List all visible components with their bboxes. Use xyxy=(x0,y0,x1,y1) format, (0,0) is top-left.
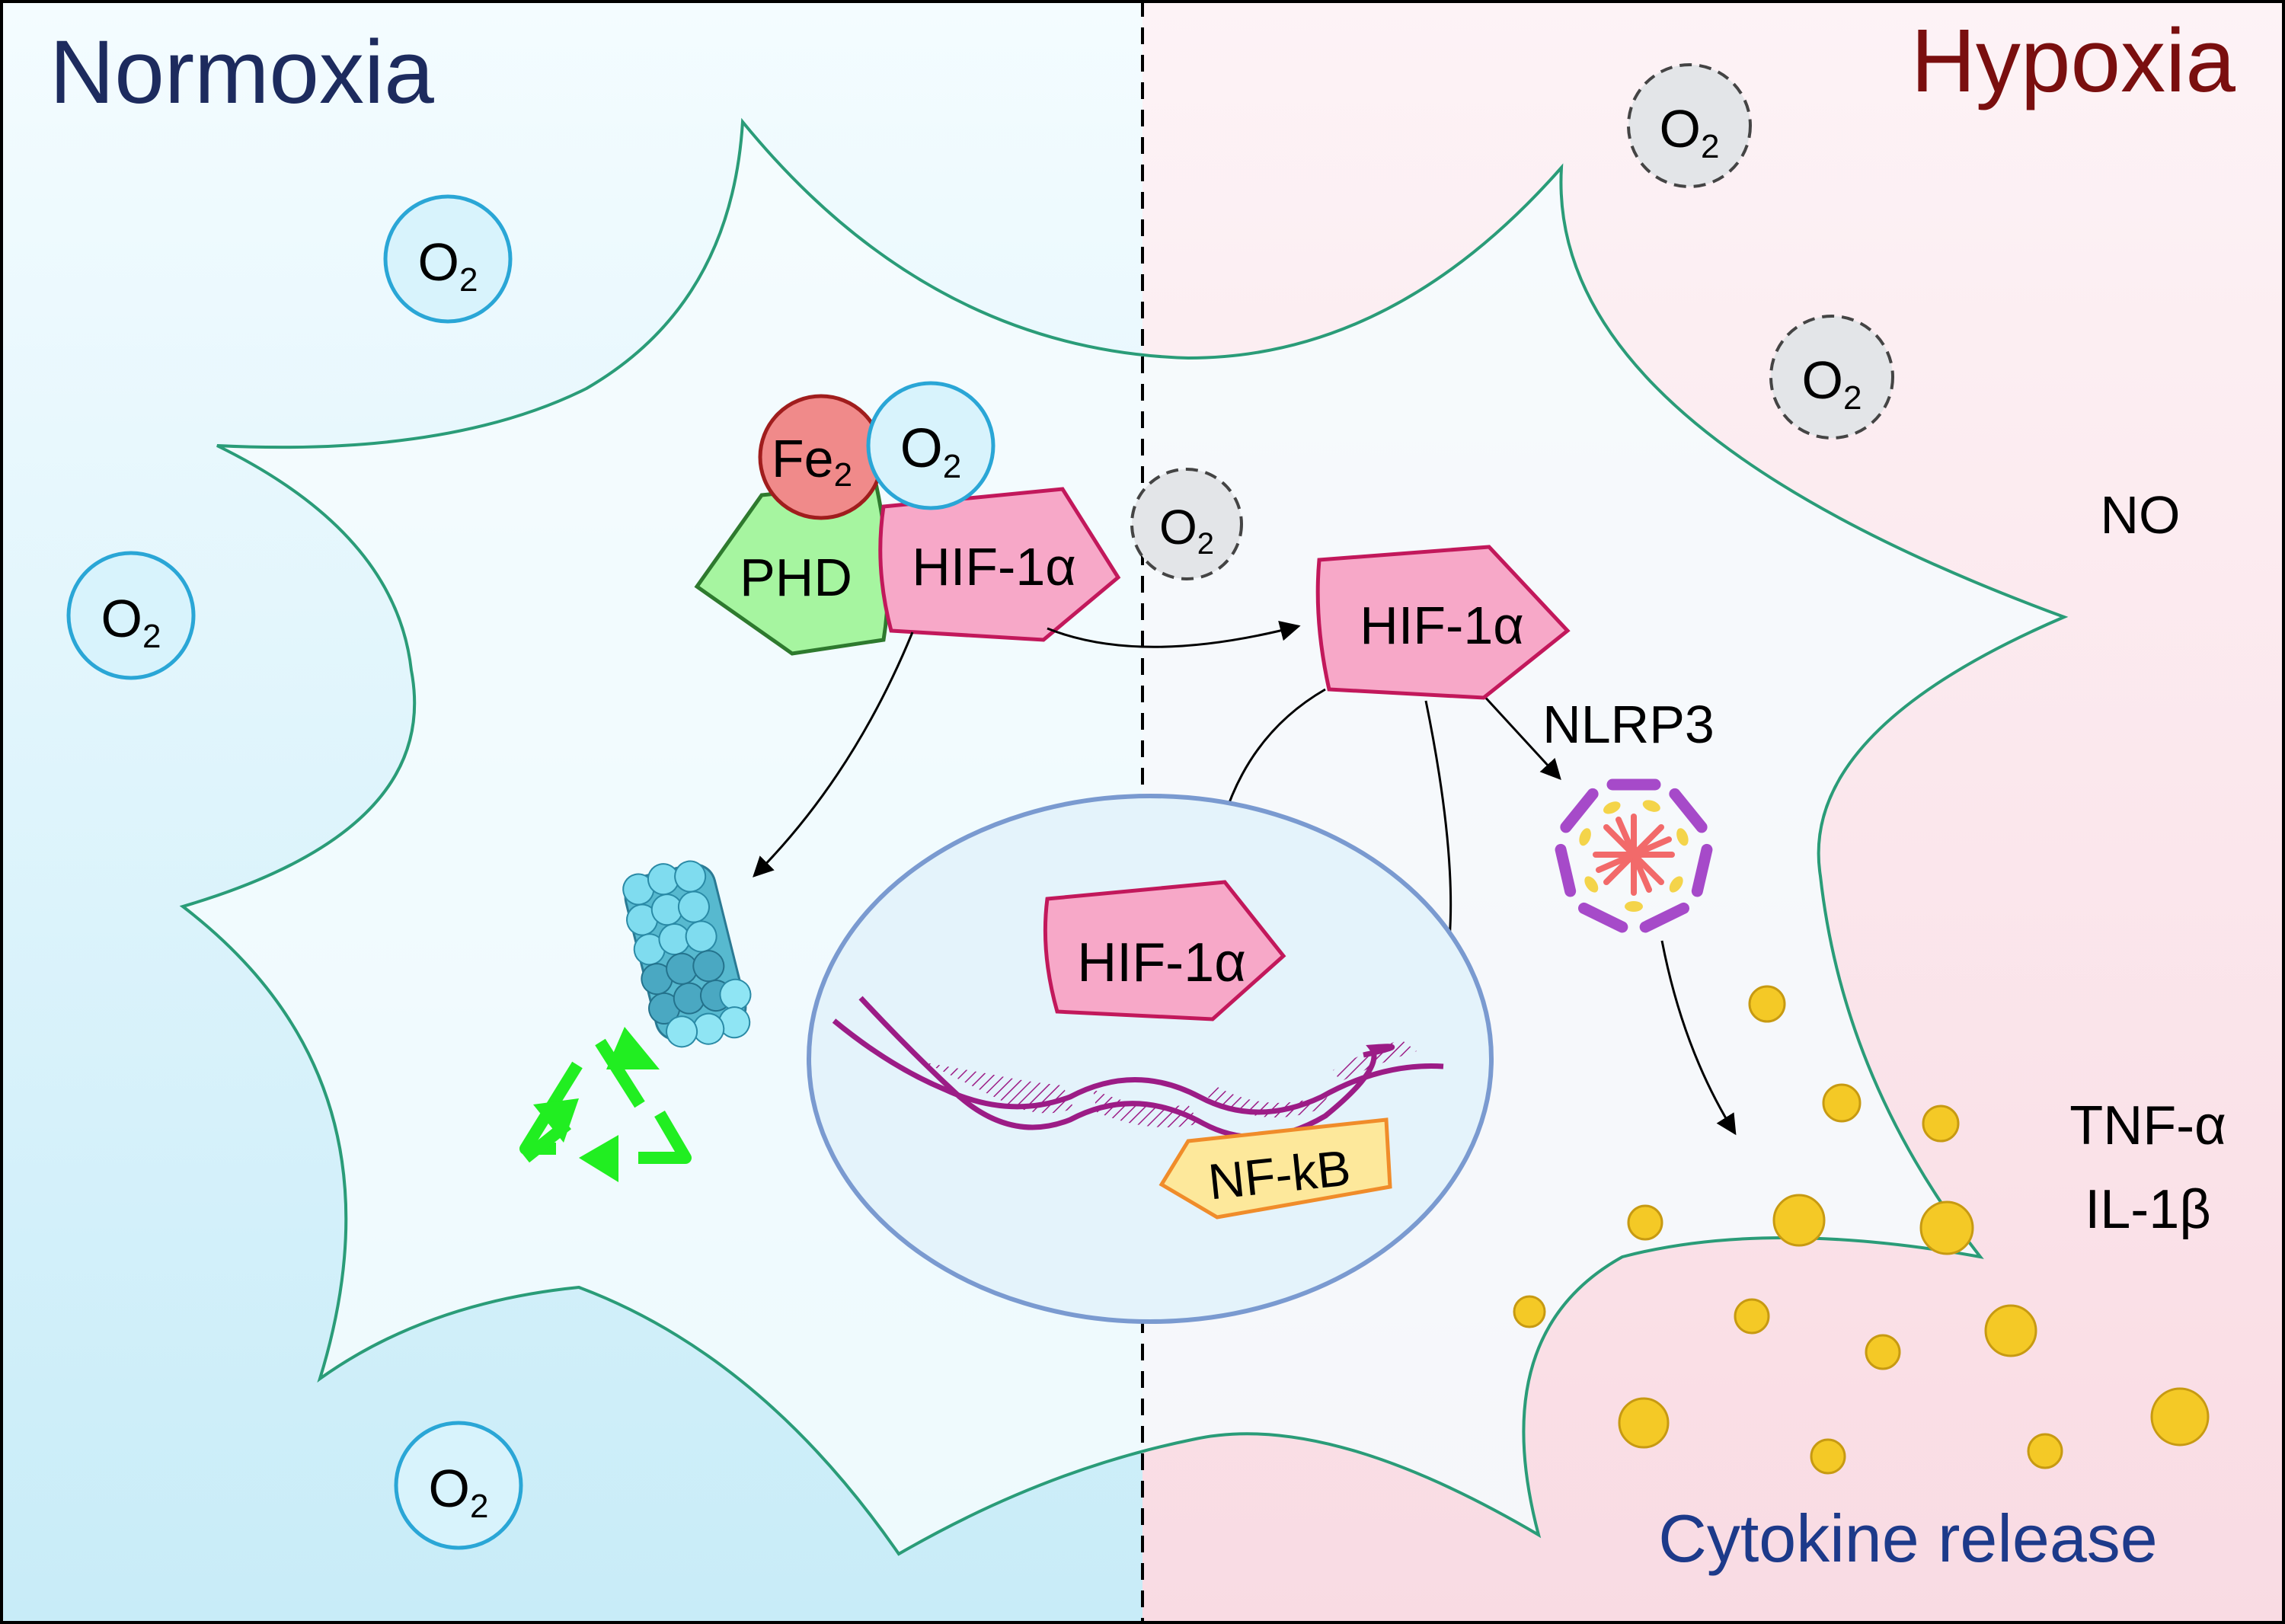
hif1a-label: HIF-1α xyxy=(1360,596,1523,655)
hif1a-nucleus xyxy=(1043,880,1286,1021)
svg-text:O2: O2 xyxy=(101,589,161,655)
svg-text:O2: O2 xyxy=(1159,500,1214,561)
arrow-to-hypoxia-hif xyxy=(1047,621,1301,648)
hypoxia-title: Hypoxia xyxy=(1911,11,2236,111)
phd-label: PHD xyxy=(740,548,852,607)
hif1a-normoxia xyxy=(878,487,1121,642)
recycle-icon xyxy=(519,1027,692,1182)
svg-text:O2: O2 xyxy=(429,1459,489,1525)
normoxia-title: Normoxia xyxy=(50,22,434,123)
o2-molecule: O2 xyxy=(394,1421,523,1550)
arrow-to-proteasome xyxy=(753,631,914,878)
cytokine-granules xyxy=(1513,985,2210,1475)
o2-molecule: O2 xyxy=(66,551,196,680)
hif1a-label: HIF-1α xyxy=(912,537,1075,596)
nlrp3-label: NLRP3 xyxy=(1542,695,1715,754)
o2-molecule: O2 xyxy=(383,194,513,324)
o2-molecule-depleted: O2 xyxy=(1130,468,1243,580)
hif1a-hypoxia xyxy=(1315,545,1571,700)
inflammasome-icon xyxy=(1555,778,1713,933)
proteasome-icon xyxy=(622,860,752,1048)
nfkb-factor xyxy=(1158,1117,1392,1220)
hif1a-label: HIF-1α xyxy=(1077,932,1246,993)
svg-text:O2: O2 xyxy=(900,418,962,485)
svg-text:Fe2: Fe2 xyxy=(772,429,852,494)
no-label: NO xyxy=(2101,485,2181,545)
o2-molecule-depleted: O2 xyxy=(1627,63,1752,188)
arrow-to-nlrp3 xyxy=(1480,692,1561,780)
svg-text:O2: O2 xyxy=(418,232,478,299)
il1-beta-label: IL-1β xyxy=(2085,1179,2210,1240)
dna-helix-icon xyxy=(832,996,1444,1140)
svg-text:O2: O2 xyxy=(1802,350,1862,417)
arrow-to-cytokines xyxy=(1660,940,1737,1136)
tnf-alpha-label: TNF-α xyxy=(2069,1095,2226,1156)
o2-molecule-depleted: O2 xyxy=(1769,315,1894,440)
cytokine-release-label: Cytokine release xyxy=(1658,1501,2157,1576)
fe-ion: Fe2 xyxy=(758,394,884,520)
o2-bound: O2 xyxy=(866,381,995,510)
svg-text:O2: O2 xyxy=(1660,99,1720,165)
